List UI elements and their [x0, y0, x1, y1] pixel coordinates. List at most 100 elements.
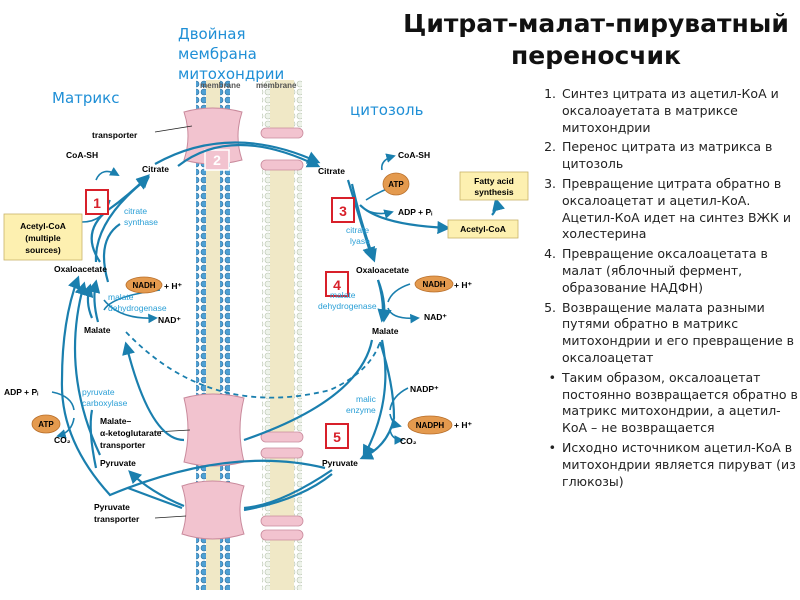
step-marker-2-label: 2: [213, 152, 221, 168]
citrate-synthase-line2: synthase: [124, 217, 158, 227]
citrate-right: Citrate: [318, 166, 345, 176]
step-marker: •: [548, 439, 556, 455]
membrane-tag-left: membrane: [200, 81, 241, 90]
malate-dh-left-1: malate: [108, 292, 134, 302]
step-marker: •: [548, 369, 556, 385]
svg-text:NADH: NADH: [132, 281, 155, 290]
step-marker-5: [325, 423, 349, 449]
malate-left: Malate: [84, 325, 111, 335]
membrane-label: Двойная мембрана митохондрии: [178, 25, 285, 83]
acetyl-coa-box-right: Acetyl-CoA: [447, 219, 519, 239]
citrate-synthase-line1: citrate: [124, 206, 147, 216]
svg-text:Acetyl-CoA: Acetyl-CoA: [20, 221, 66, 231]
oxaloacetate-right: Oxaloacetate: [356, 265, 409, 275]
step-text: Превращение оксалоацетата в малат (яблоч…: [562, 246, 768, 295]
step-marker: 2.: [544, 139, 556, 155]
step-item: 5. Возвращение малата разными путями обра…: [538, 300, 800, 367]
coa-sh-right: CoA-SH: [398, 150, 430, 160]
step-marker-4-label: 4: [333, 277, 341, 293]
step-marker: 1.: [544, 86, 556, 101]
cofactor-arcs: [51, 153, 420, 445]
flow-arrows: [73, 144, 505, 510]
malic-enzyme-2: enzyme: [346, 405, 376, 415]
citrate-lyase-2: lyase: [350, 236, 370, 246]
step-marker-1: [85, 189, 109, 215]
adp-pi-left: ADP + Pᵢ: [4, 387, 38, 397]
outer-membrane: [260, 80, 304, 590]
steps-list: 1. Синтез цитрата из ацетил-КоА и оксалоа…: [538, 86, 800, 493]
svg-text:NADPH: NADPH: [416, 421, 445, 430]
svg-text:ATP: ATP: [388, 180, 404, 189]
step-item: 2. Перенос цитрата из матрикса в цитозоль: [538, 139, 800, 173]
malate-dh-left-2: dehydrogenase: [108, 303, 167, 313]
pyruvate-right: Pyruvate: [322, 458, 358, 468]
nad-plus-right: NAD⁺: [424, 312, 447, 322]
pyruvate-left: Pyruvate: [100, 458, 136, 468]
pyruvate-transporter-shape: [181, 480, 245, 540]
step-marker-3: [331, 197, 355, 223]
step-item: 1. Синтез цитрата из ацетил-КоА и оксалоа…: [538, 86, 800, 136]
step-item: 3. Превращение цитрата обратно в оксалоа…: [538, 176, 800, 243]
malate-akg-1: Malate–: [100, 416, 131, 426]
step-text: Перенос цитрата из матрикса в цитозоль: [562, 139, 773, 172]
step-marker: 4.: [544, 246, 556, 262]
h-plus-left: + H⁺: [164, 281, 182, 291]
malate-dh-right-1: malate: [330, 290, 356, 300]
atp-right: ATP: [382, 172, 410, 196]
step-marker-4: [325, 271, 349, 297]
svg-text:(multiple: (multiple: [25, 233, 61, 243]
step-marker-1-label: 1: [93, 195, 101, 211]
atp-left: ATP: [31, 414, 61, 434]
step-marker-3-label: 3: [339, 203, 347, 219]
nadh-right: NADH: [414, 275, 454, 293]
h-plus-right: + H⁺: [454, 280, 472, 290]
malate-dh-right-2: dehydrogenase: [318, 301, 377, 311]
co2-right: CO₂: [400, 436, 417, 446]
h-plus-nadph: + H⁺: [454, 420, 472, 430]
svg-text:Fatty acid: Fatty acid: [474, 176, 514, 186]
nadp-plus: NADP⁺: [410, 384, 439, 394]
citrate-left: Citrate: [142, 164, 169, 174]
acetyl-coa-box-left: Acetyl-CoA (multiple sources): [3, 213, 83, 261]
svg-text:NADH: NADH: [422, 280, 445, 289]
slide-title: Цитрат-малат-пируватный переносчик: [403, 9, 789, 70]
step-marker: 5.: [544, 299, 556, 315]
membrane-tag-right: membrane: [256, 81, 297, 90]
step-marker-5-label: 5: [333, 429, 341, 445]
pyruvate-carboxylase-1: pyruvate: [82, 387, 115, 397]
malate-return-dashed: [125, 331, 381, 399]
nadh-left: NADH: [125, 276, 163, 294]
malate-akg-3: transporter: [100, 440, 146, 450]
cytosol-label: цитозоль: [350, 101, 424, 119]
step-text: Превращение цитрата обратно в оксалоацет…: [562, 175, 791, 242]
malic-enzyme-1: malic: [356, 394, 377, 404]
citrate-lyase-1: citrate: [346, 225, 369, 235]
pyruvate-transporter-1: Pyruvate: [94, 502, 130, 512]
step-marker: 3.: [544, 175, 556, 191]
nad-plus-left: NAD⁺: [158, 315, 181, 325]
transporter-label: transporter: [92, 130, 138, 140]
fatty-acid-synthesis-box: Fatty acid synthesis: [459, 171, 529, 201]
step-text: Синтез цитрата из ацетил-КоА и оксалоауе…: [562, 86, 779, 135]
step-item: • Исходно источником ацетил-КоА в митохон…: [538, 440, 800, 490]
step-item: 4. Превращение оксалоацетата в малат (ябл…: [538, 246, 800, 296]
malate-akg-2: α-ketoglutarate: [100, 428, 162, 438]
step-text: Возвращение малата разными путями обратн…: [562, 299, 795, 365]
malate-akg-transporter: [183, 393, 245, 467]
svg-text:synthesis: synthesis: [474, 187, 513, 197]
step-marker-2: [204, 149, 230, 171]
pyruvate-transporter-2: transporter: [94, 514, 140, 524]
step-item: • Таким образом, оксалоацетат постоянно в…: [538, 370, 800, 437]
svg-text:ATP: ATP: [38, 420, 54, 429]
pyruvate-carboxylase-2: carboxylase: [82, 398, 128, 408]
step-text: Таким образом, оксалоацетат постоянно во…: [562, 369, 798, 436]
oxaloacetate-left: Oxaloacetate: [54, 264, 107, 274]
svg-text:sources): sources): [25, 245, 61, 255]
matrix-label: Матрикс: [52, 89, 120, 107]
nadph-right: NADPH: [407, 415, 453, 435]
svg-text:Acetyl-CoA: Acetyl-CoA: [460, 224, 506, 234]
step-text: Исходно источником ацетил-КоА в митохонд…: [562, 439, 796, 489]
co2-left: CO₂: [54, 435, 71, 445]
coa-sh-left: CoA-SH: [66, 150, 98, 160]
